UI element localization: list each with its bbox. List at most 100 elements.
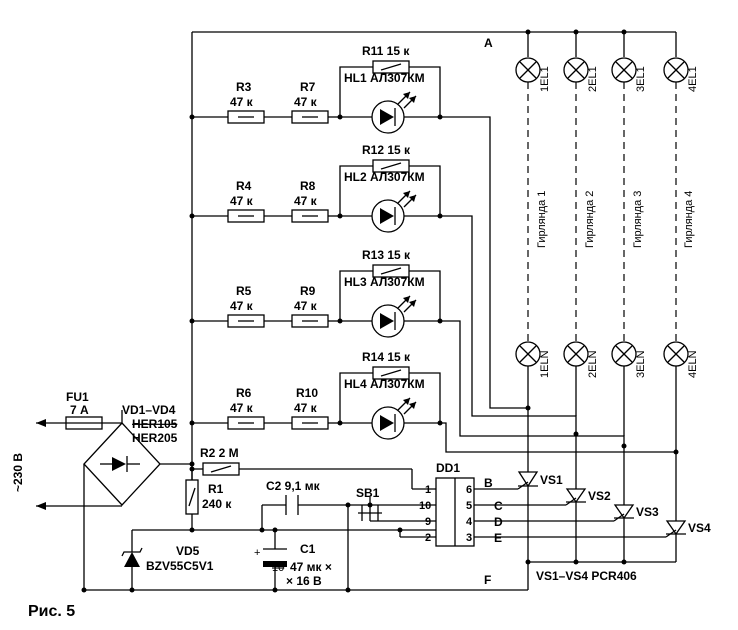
label-r6-value: 47 к bbox=[230, 401, 254, 415]
label-hl3: HL3 АЛ307КМ bbox=[344, 275, 425, 289]
label-r1: R1 bbox=[208, 482, 224, 496]
resistor-r10 bbox=[291, 416, 329, 430]
capacitor-c1: + bbox=[254, 547, 287, 567]
svg-text:+: + bbox=[254, 547, 260, 559]
label-r5: R5 bbox=[236, 284, 252, 298]
dd1-pin-5: 5 bbox=[466, 500, 472, 512]
label-vs2: VS2 bbox=[588, 489, 611, 503]
label-2el1: 2EL1 bbox=[587, 66, 599, 92]
led-hl2 bbox=[371, 190, 417, 233]
label-4eln: 4ELN bbox=[687, 350, 699, 378]
ic-dd1 bbox=[435, 477, 475, 547]
led-hl1 bbox=[371, 91, 417, 134]
dd1-pin-3: 3 bbox=[466, 532, 472, 544]
resistor-r9 bbox=[291, 314, 329, 328]
label-vs-note: VS1–VS4 PCR406 bbox=[536, 569, 637, 583]
lamp-3el1 bbox=[611, 57, 637, 83]
label-3el1: 3EL1 bbox=[635, 66, 647, 92]
label-r14: R14 15 к bbox=[362, 350, 411, 364]
label-r3-value: 47 к bbox=[230, 95, 254, 109]
mains-terminals bbox=[36, 419, 46, 510]
label-fu1-value: 7 А bbox=[70, 403, 89, 417]
resistor-r1 bbox=[185, 469, 199, 520]
garland-lines bbox=[527, 82, 677, 342]
label-r9: R9 bbox=[300, 284, 316, 298]
label-c1-value: 47 мк × bbox=[290, 560, 332, 574]
resistor-r6 bbox=[227, 416, 265, 430]
label-garland-3: Гирлянда 3 bbox=[632, 191, 644, 248]
resistor-r5 bbox=[227, 314, 265, 328]
dd1-pin-2: 2 bbox=[425, 532, 431, 544]
label-mains: ~230 В bbox=[11, 453, 25, 492]
resistor-r7 bbox=[291, 110, 329, 124]
label-garland-1: Гирлянда 1 bbox=[536, 191, 548, 248]
label-vd5: VD5 bbox=[176, 544, 200, 558]
label-hl1: HL1 АЛ307КМ bbox=[344, 71, 425, 85]
label-r9-value: 47 к bbox=[294, 299, 318, 313]
diode-bridge-vd1-vd4 bbox=[83, 410, 161, 506]
resistor-r8 bbox=[291, 209, 329, 223]
label-1eln: 1ELN bbox=[539, 350, 551, 378]
label-r6: R6 bbox=[236, 386, 252, 400]
label-vd-value: HER205 bbox=[132, 431, 178, 445]
label-r8: R8 bbox=[300, 179, 316, 193]
dd1-pin-6: 6 bbox=[466, 484, 472, 496]
label-r8-value: 47 к bbox=[294, 194, 318, 208]
label-c1-value2: × 16 В bbox=[286, 574, 322, 588]
led-hl3 bbox=[371, 295, 417, 338]
triac-vs1 bbox=[517, 471, 539, 490]
label-garland-4: Гирлянда 4 bbox=[683, 191, 695, 248]
label-r4: R4 bbox=[236, 179, 252, 193]
label-r2: R2 2 М bbox=[200, 446, 239, 460]
label-dd1: DD1 bbox=[436, 461, 460, 475]
wires bbox=[36, 31, 677, 591]
label-c1-struck: 10 bbox=[272, 562, 284, 574]
lamp-1el1 bbox=[515, 57, 541, 83]
node-f: F bbox=[484, 573, 491, 587]
label-r7: R7 bbox=[300, 80, 316, 94]
label-r1-value: 240 к bbox=[202, 497, 232, 511]
node-b: B bbox=[484, 476, 493, 490]
node-a: A bbox=[484, 36, 493, 50]
node-c: C bbox=[494, 499, 503, 513]
lamp-4el1 bbox=[663, 57, 689, 83]
fuse-fu1 bbox=[65, 416, 103, 430]
label-r7-value: 47 к bbox=[294, 95, 318, 109]
label-sb1: SB1 bbox=[356, 486, 380, 500]
label-r13: R13 15 к bbox=[362, 248, 411, 262]
label-r4-value: 47 к bbox=[230, 194, 254, 208]
lamp-3eln bbox=[611, 341, 637, 367]
lamp-2el1 bbox=[563, 57, 589, 83]
resistor-r4 bbox=[227, 209, 265, 223]
triac-vs2 bbox=[565, 488, 587, 506]
label-2eln: 2ELN bbox=[587, 350, 599, 378]
resistor-r12 bbox=[372, 159, 410, 173]
label-vd1-vd4: VD1–VD4 bbox=[122, 403, 176, 417]
label-vs4: VS4 bbox=[688, 521, 711, 535]
label-vd5-value: BZV55C5V1 bbox=[146, 559, 214, 573]
led-hl4 bbox=[371, 397, 417, 440]
label-hl4: HL4 АЛ307КМ bbox=[344, 377, 425, 391]
resistor-r11 bbox=[372, 60, 410, 74]
node-d: D bbox=[494, 515, 503, 529]
label-4el1: 4EL1 bbox=[687, 66, 699, 92]
label-r10: R10 bbox=[296, 386, 318, 400]
capacitor-c2 bbox=[285, 495, 299, 515]
dd1-pin-9: 9 bbox=[425, 516, 431, 528]
label-vs1: VS1 bbox=[540, 473, 563, 487]
label-c1: C1 bbox=[300, 542, 316, 556]
label-r10-value: 47 к bbox=[294, 401, 318, 415]
label-vd-struck: HER105 bbox=[132, 417, 178, 431]
label-r3: R3 bbox=[236, 80, 252, 94]
junction-dots bbox=[81, 29, 679, 593]
node-e: E bbox=[494, 531, 502, 545]
button-sb1 bbox=[358, 497, 382, 521]
figure-caption: Рис. 5 bbox=[28, 603, 75, 620]
lamp-2eln bbox=[563, 341, 589, 367]
triac-vs4 bbox=[665, 520, 687, 538]
label-vs3: VS3 bbox=[636, 505, 659, 519]
dd1-pin-10: 10 bbox=[419, 500, 431, 512]
label-1el1: 1EL1 bbox=[539, 66, 551, 92]
